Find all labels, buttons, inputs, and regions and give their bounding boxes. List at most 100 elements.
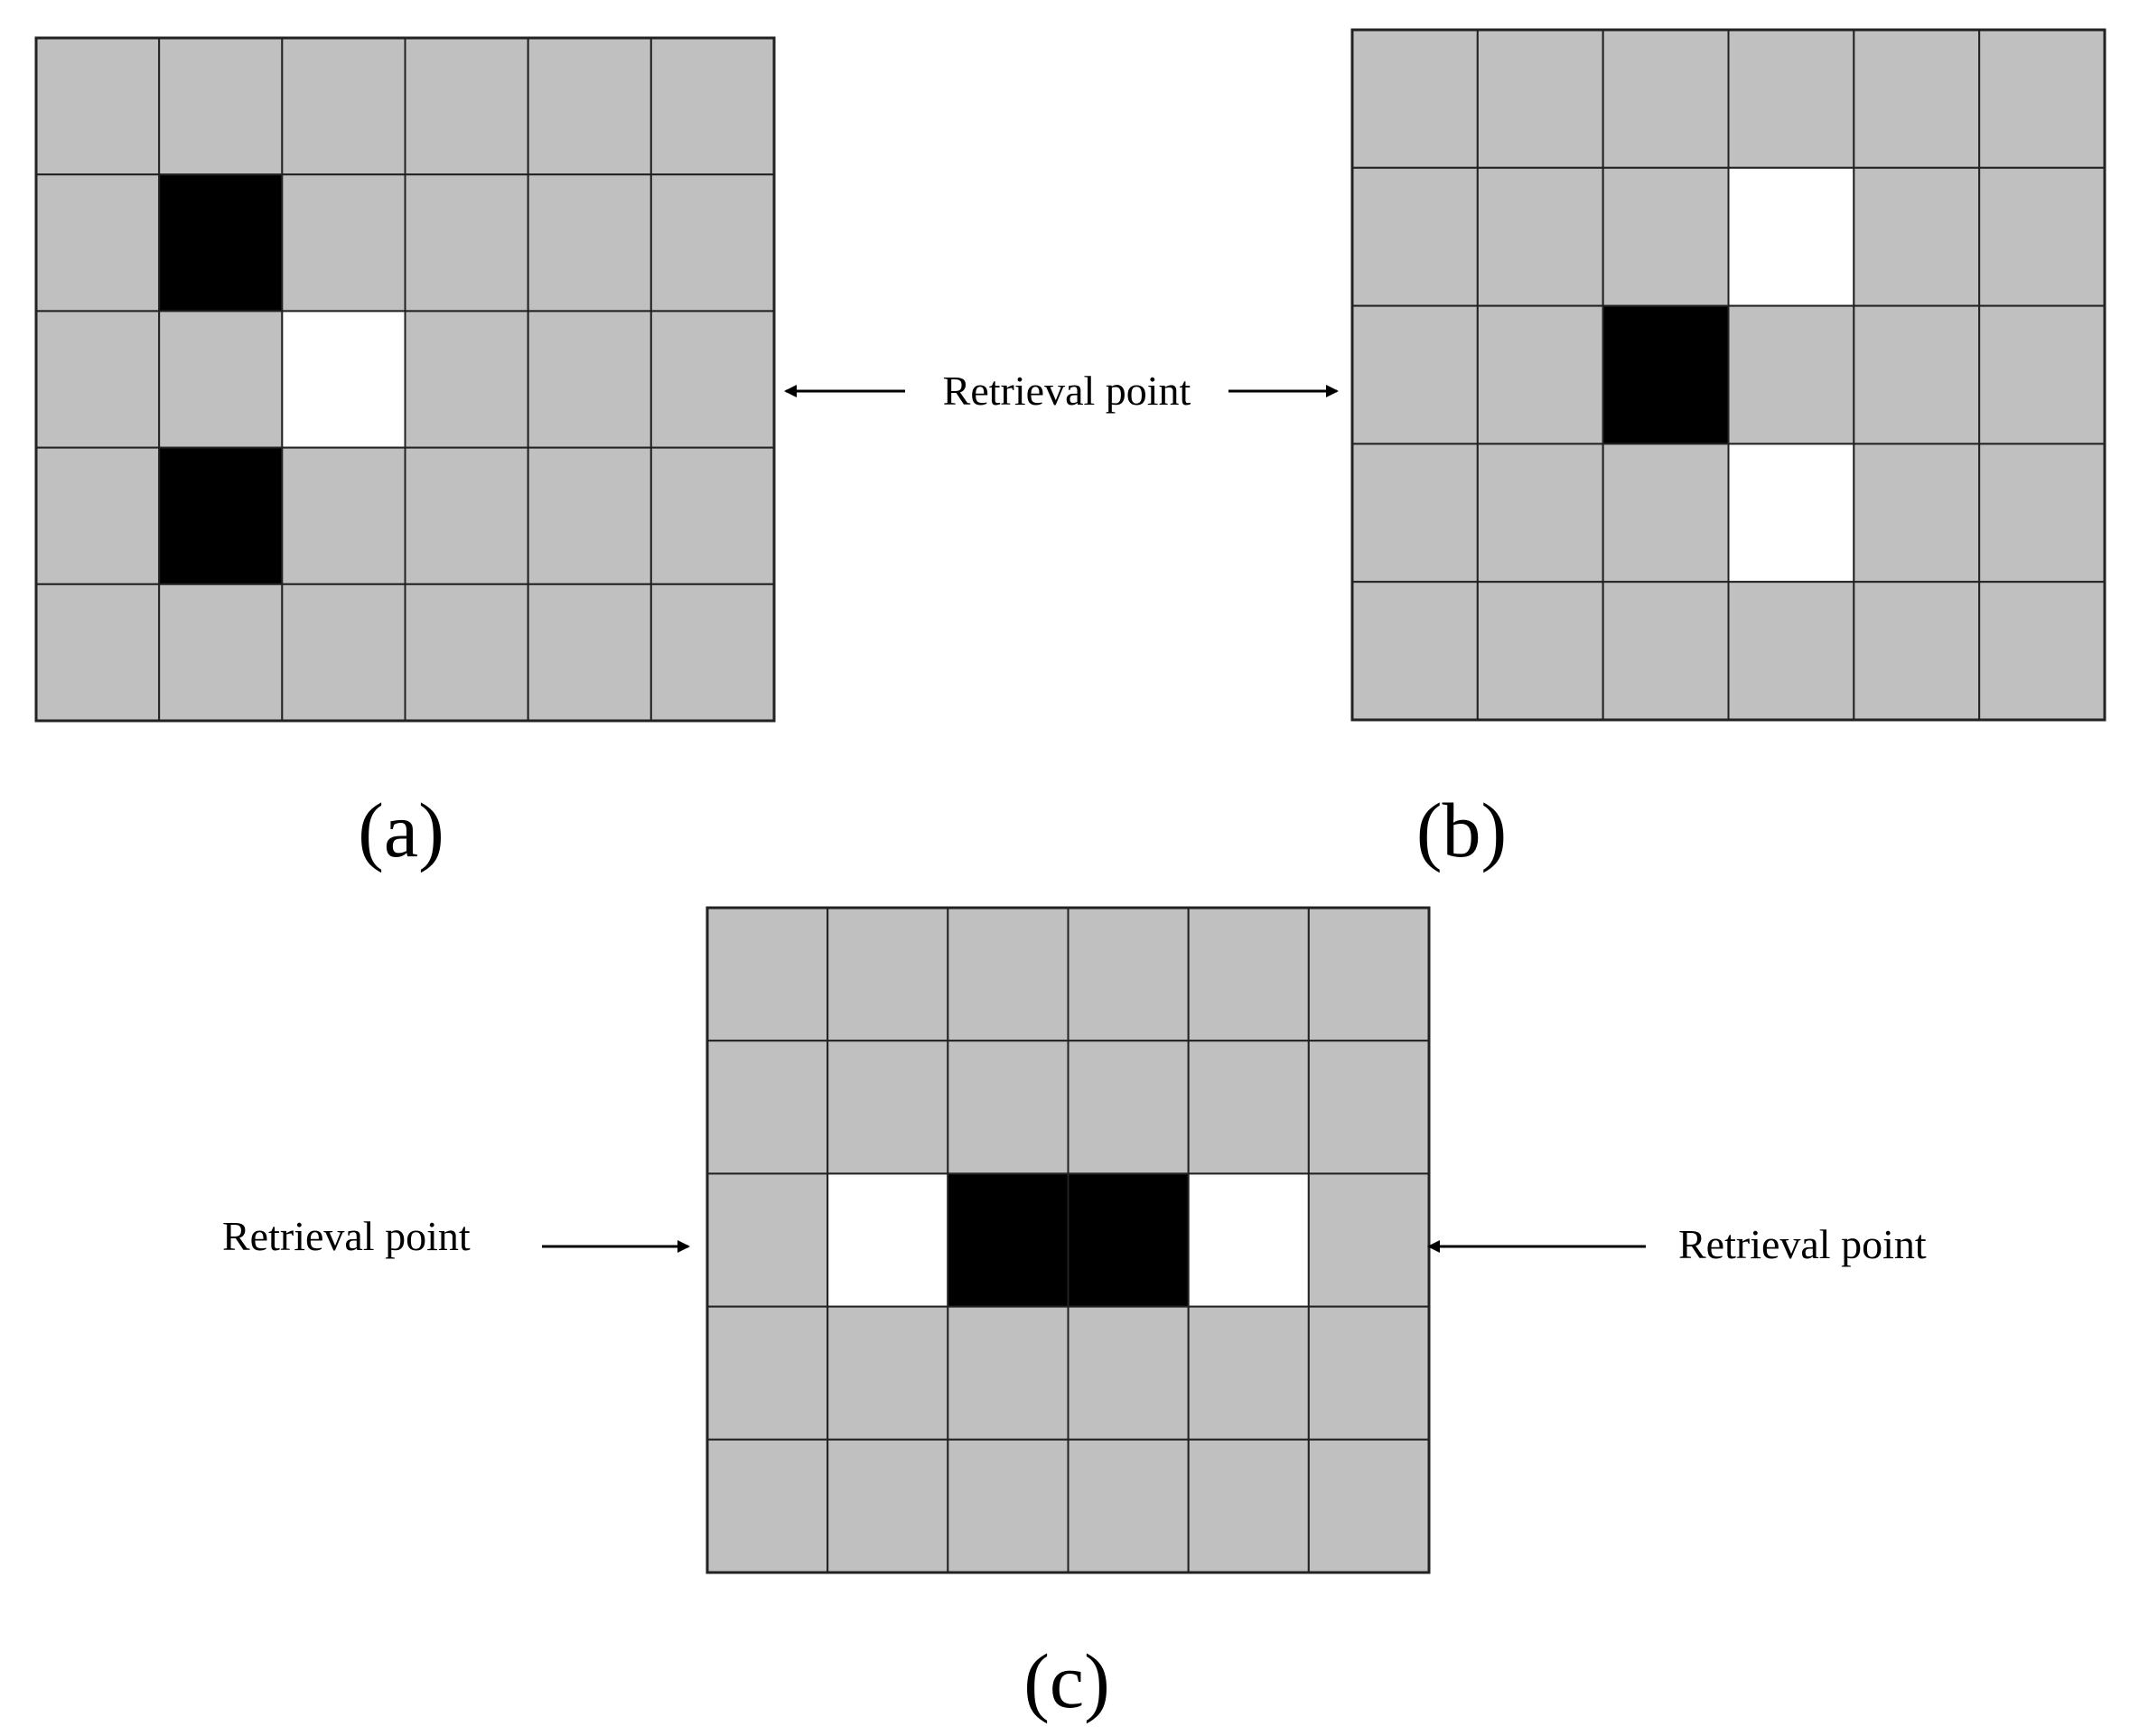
right-retrieval-label: Retrieval point — [1678, 1221, 1927, 1267]
panel-c-cell — [827, 907, 949, 1042]
panel-c-cell — [947, 1305, 1070, 1441]
panel-a-cell — [281, 37, 406, 176]
panel-c-cell — [827, 1438, 949, 1574]
panel-a-cell — [281, 583, 406, 722]
panel-a-cell — [281, 173, 406, 313]
panel-b-grid — [1350, 28, 2106, 722]
panel-b-cell — [1978, 581, 2106, 722]
panel-b-cell — [1978, 166, 2106, 307]
panel-c-cell — [1307, 907, 1430, 1042]
panel-c-cell — [1187, 1040, 1310, 1175]
panel-a-cell — [649, 446, 776, 585]
panel-b-cell — [1602, 304, 1730, 445]
panel-c-cell — [1307, 1305, 1430, 1441]
panel-b-cell — [1978, 443, 2106, 583]
panel-b-cell — [1727, 29, 1855, 169]
panel-c-cell — [1067, 1040, 1190, 1175]
panel-b-cell — [1727, 304, 1855, 445]
panel-a-cell — [158, 310, 284, 449]
panel-a-cell — [527, 310, 652, 449]
panel-c-cell — [1187, 1172, 1310, 1308]
panel-a-cell — [35, 446, 161, 585]
panel-b-cell — [1351, 166, 1479, 307]
panel-a-cell — [404, 446, 529, 585]
panel-c-cell — [706, 907, 829, 1042]
panel-c-cell — [947, 907, 1070, 1042]
panel-c-cell — [706, 1040, 829, 1175]
panel-c-cell — [1307, 1438, 1430, 1574]
panel-a-grid — [34, 36, 776, 723]
panel-a-cell — [649, 310, 776, 449]
panel-c-cell — [1187, 907, 1310, 1042]
panel-c-cell — [1187, 1438, 1310, 1574]
panel-a-cell — [404, 583, 529, 722]
panel-c-cell — [1067, 1438, 1190, 1574]
panel-b-cell — [1853, 581, 1981, 722]
panel-a-cell — [158, 37, 284, 176]
panel-b-cell — [1476, 581, 1604, 722]
panel-c-cell — [706, 1172, 829, 1308]
panel-b-cell — [1351, 304, 1479, 445]
panel-c-cell — [827, 1305, 949, 1441]
panel-a-cell — [158, 446, 284, 585]
panel-a-cell — [404, 37, 529, 176]
panel-c-cell — [1067, 1305, 1190, 1441]
panel-c-cell — [827, 1040, 949, 1175]
panel-a-cell — [281, 310, 406, 449]
panel-a-cell — [404, 310, 529, 449]
panel-c-cell — [1187, 1305, 1310, 1441]
panel-c-cell — [947, 1438, 1070, 1574]
panel-c-cell — [706, 1438, 829, 1574]
panel-b-cell — [1853, 29, 1981, 169]
panel-b-cell — [1351, 443, 1479, 583]
panel-a-label: (a) — [358, 787, 444, 873]
panel-b-cell — [1602, 166, 1730, 307]
panel-a-cell — [158, 173, 284, 313]
left-retrieval-label: Retrieval point — [222, 1213, 471, 1259]
panel-a-cell — [35, 173, 161, 313]
panel-b-cell — [1351, 29, 1479, 169]
panel-c-cell — [827, 1172, 949, 1308]
panel-b-cell — [1602, 443, 1730, 583]
panel-b-cell — [1727, 166, 1855, 307]
panel-c-label: (c) — [1023, 1638, 1109, 1724]
panel-a-cell — [527, 173, 652, 313]
panel-b-cell — [1978, 304, 2106, 445]
top-retrieval-label: Retrieval point — [943, 368, 1191, 414]
panel-b-cell — [1476, 29, 1604, 169]
panel-c-cell — [706, 1305, 829, 1441]
panel-a-cell — [35, 310, 161, 449]
panel-a-cell — [649, 37, 776, 176]
panel-a-cell — [527, 583, 652, 722]
panel-b-cell — [1476, 304, 1604, 445]
panel-a-cell — [281, 446, 406, 585]
panel-c-cell — [1067, 907, 1190, 1042]
panel-c-cell — [947, 1040, 1070, 1175]
panel-b-cell — [1351, 581, 1479, 722]
panel-b-cell — [1476, 166, 1604, 307]
panel-b-label: (b) — [1416, 787, 1507, 873]
panel-a-cell — [35, 583, 161, 722]
panel-c-cell — [947, 1172, 1070, 1308]
panel-a-cell — [158, 583, 284, 722]
panel-a-border — [34, 36, 776, 723]
panel-c-grid — [705, 906, 1431, 1574]
panel-b-cell — [1602, 581, 1730, 722]
panel-c-cell — [1307, 1172, 1430, 1308]
panel-c-cell — [1067, 1172, 1190, 1308]
panel-b-cell — [1853, 166, 1981, 307]
panel-a-cell — [527, 37, 652, 176]
panel-a-cell — [649, 173, 776, 313]
panel-b-cell — [1978, 29, 2106, 169]
panel-b-cell — [1853, 443, 1981, 583]
panel-b-cell — [1602, 29, 1730, 169]
panel-a-cell — [35, 37, 161, 176]
panel-a-cell — [404, 173, 529, 313]
panel-b-cell — [1853, 304, 1981, 445]
panel-b-border — [1350, 28, 2106, 722]
panel-a-cell — [649, 583, 776, 722]
panel-b-cell — [1476, 443, 1604, 583]
panel-b-cell — [1727, 581, 1855, 722]
panel-a-cell — [527, 446, 652, 585]
